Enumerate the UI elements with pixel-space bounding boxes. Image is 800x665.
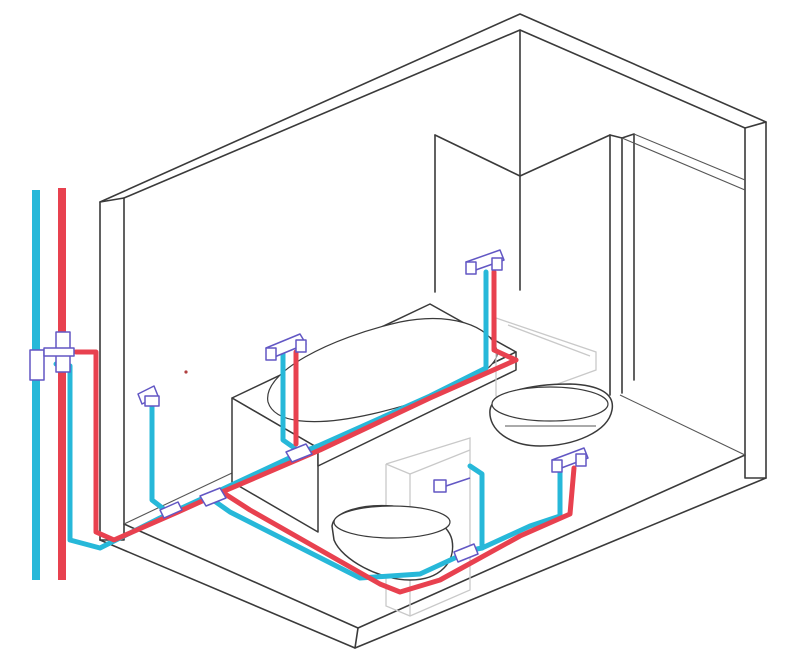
left-wall-edge [99,197,125,541]
floor-tee-fittings [159,443,479,563]
shower-mixer [465,249,505,275]
bathtub [231,303,517,533]
room-walls [99,13,767,649]
cold-to-bidet-right [479,465,563,551]
bathtub-basin [267,318,498,423]
partition-top [633,133,746,181]
riser-manifold [29,331,75,381]
cold-to-toilet-bidet [210,463,485,581]
right-wall-inner-top [621,137,746,191]
toilet-valve [433,477,471,493]
cold-to-left-basin [149,400,168,513]
right-floor-line [619,394,746,456]
floor-drain-dot [184,370,188,374]
hot-to-shower [491,269,519,363]
back-wall-floor-line [123,472,233,525]
right-wall-edge [744,121,767,479]
toilet-rim [333,505,451,539]
cistern-frame-top [385,463,411,475]
wall-hung-toilet [331,504,454,581]
fittings [29,249,589,563]
washbasin [489,383,614,447]
shower-partitions [434,133,746,396]
cold-to-shower [315,269,489,449]
bath-mixer [265,333,307,361]
cistern-frame-outline [385,437,471,617]
hot-to-toilet-bidet [219,465,577,595]
back-wall-top-edge [99,13,767,203]
cistern-frame-topback [409,449,471,475]
basin-mixer [137,385,160,407]
floor-slab-corner [354,627,359,649]
shower-glass-top [434,134,521,177]
bidet-mixer [551,447,589,473]
washbasin-rim [491,386,609,422]
partition-wall [609,134,623,394]
partition-wall-back [621,133,635,381]
shower-tray-rim [507,324,591,357]
